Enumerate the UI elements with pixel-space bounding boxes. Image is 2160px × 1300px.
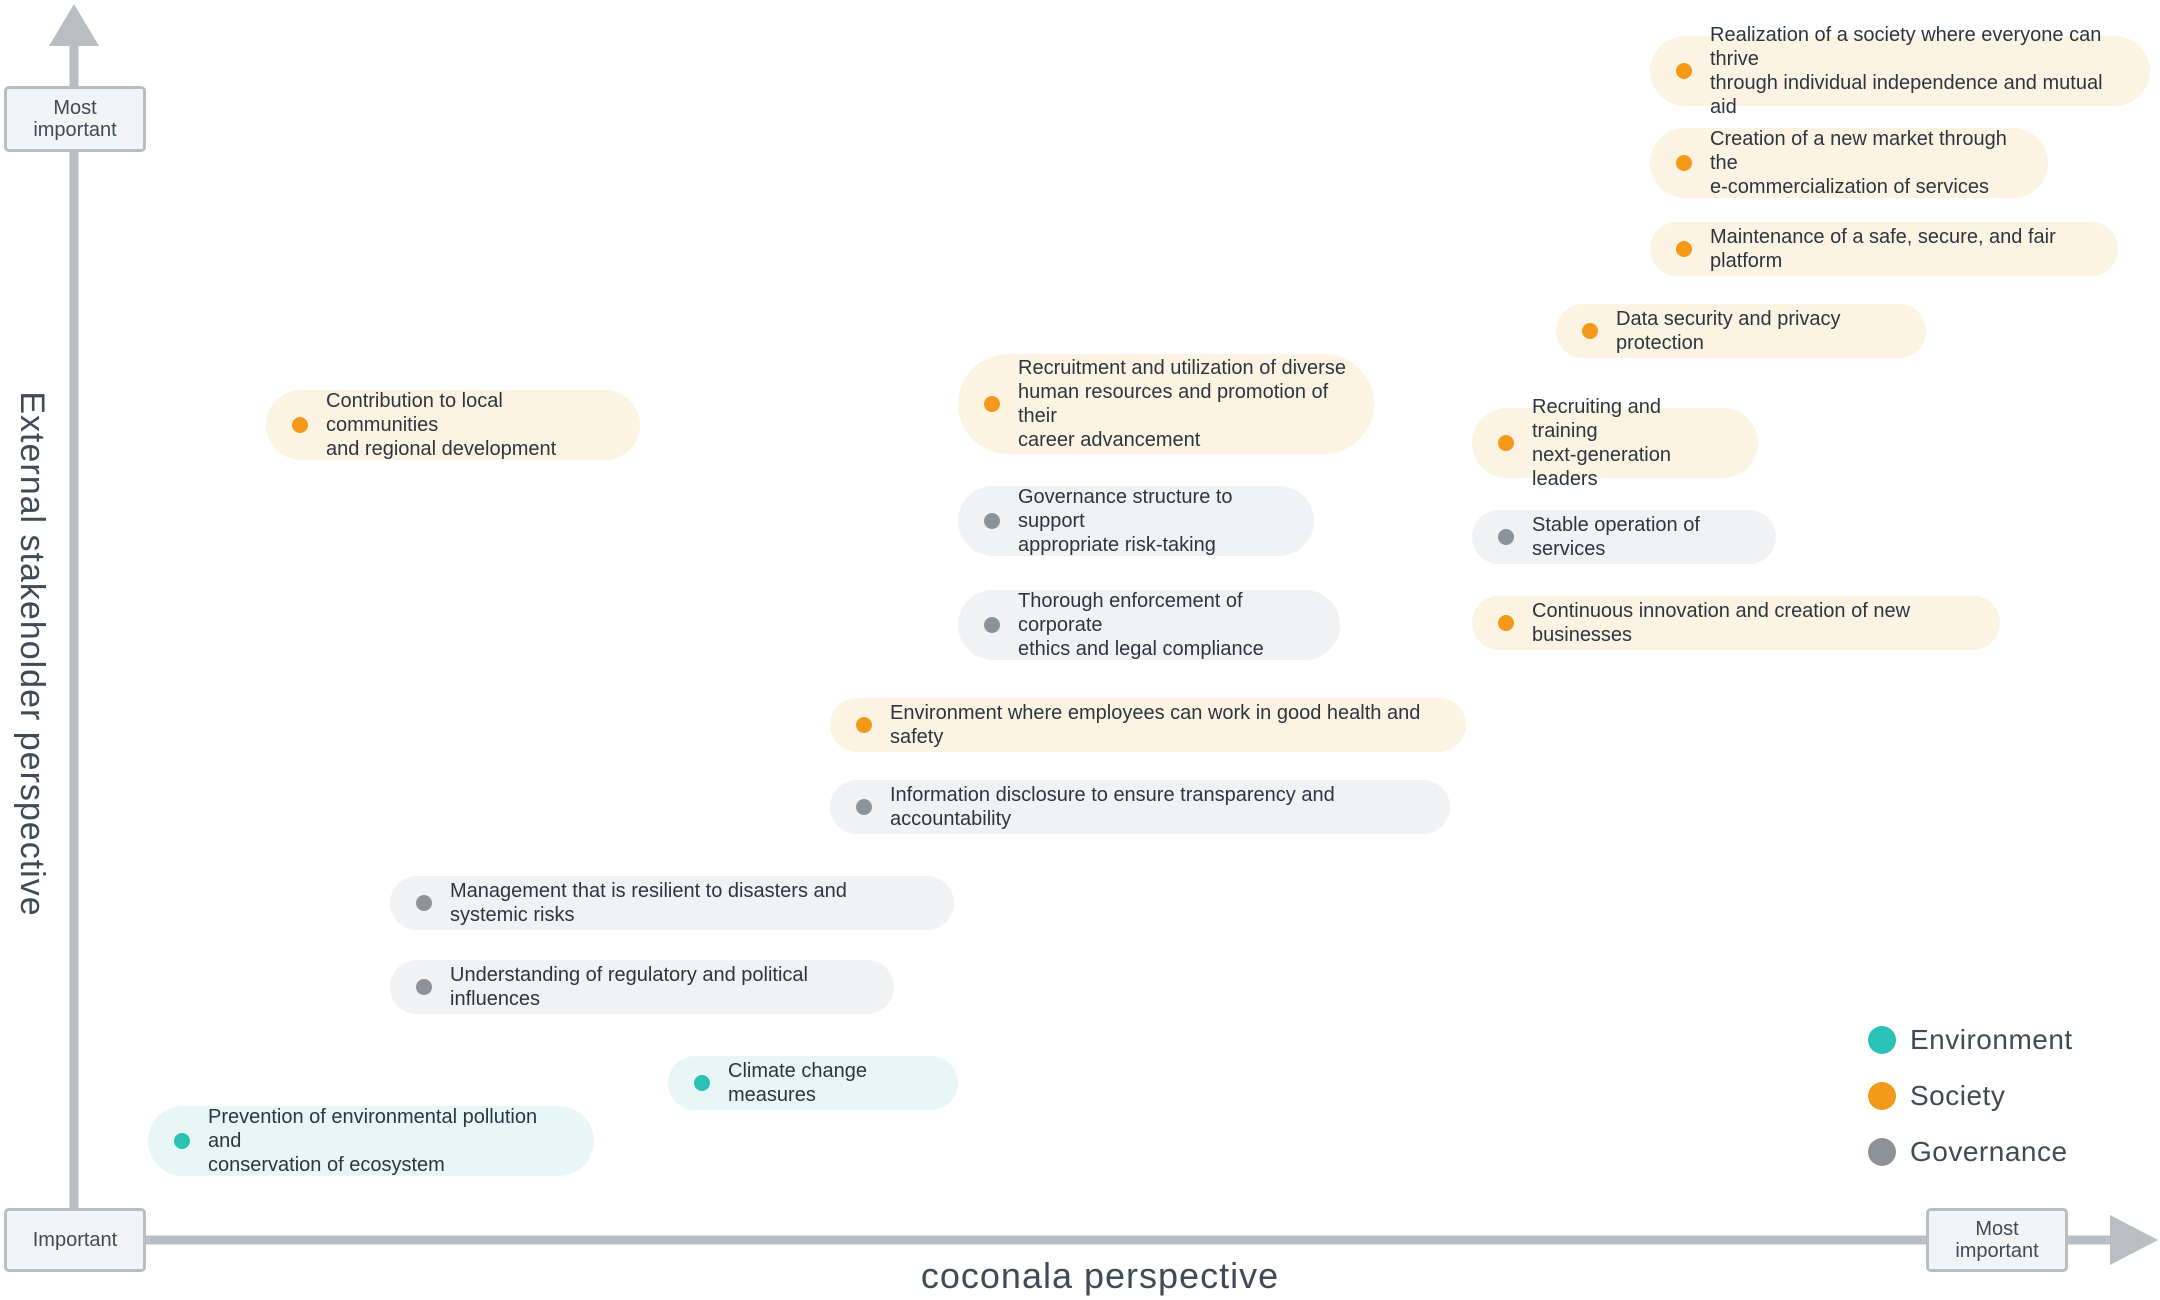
- item-label: Realization of a society where everyone …: [1710, 24, 2103, 118]
- item-label: Stable operation of services: [1532, 514, 1700, 560]
- item-label: Contribution to local communities and re…: [326, 390, 557, 460]
- x-axis-arrow-icon: [2110, 1215, 2158, 1265]
- legend-item-society: Society: [1868, 1068, 2128, 1124]
- item-environmental-pollution: Prevention of environmental pollution an…: [148, 1106, 594, 1176]
- society-dot-icon: [1676, 63, 1692, 79]
- item-diverse-human-resources: Recruitment and utilization of diverse h…: [958, 354, 1374, 454]
- item-safe-platform: Maintenance of a safe, secure, and fair …: [1650, 222, 2118, 276]
- society-dot-icon: [856, 717, 872, 733]
- governance-dot-icon: [416, 895, 432, 911]
- item-resilient-management: Management that is resilient to disaster…: [390, 876, 954, 930]
- item-label: Thorough enforcement of corporate ethics…: [1018, 590, 1264, 660]
- governance-dot-icon: [984, 617, 1000, 633]
- governance-dot-icon: [1868, 1138, 1896, 1166]
- item-climate-change: Climate change measures: [668, 1056, 958, 1110]
- society-dot-icon: [1676, 155, 1692, 171]
- y-axis-title: External stakeholder perspective: [13, 391, 51, 917]
- item-label: Prevention of environmental pollution an…: [208, 1106, 538, 1176]
- governance-dot-icon: [1498, 529, 1514, 545]
- item-label: Climate change measures: [728, 1060, 867, 1106]
- item-new-market: Creation of a new market through the e-c…: [1650, 128, 2048, 198]
- item-label: Creation of a new market through the e-c…: [1710, 128, 2007, 198]
- y-axis-arrow-icon: [49, 4, 99, 46]
- governance-dot-icon: [856, 799, 872, 815]
- society-dot-icon: [292, 417, 308, 433]
- society-dot-icon: [1868, 1082, 1896, 1110]
- origin-label: Important: [4, 1208, 146, 1272]
- item-next-generation-leaders: Recruiting and training next-generation …: [1472, 396, 1758, 490]
- society-dot-icon: [1498, 435, 1514, 451]
- item-governance-structure: Governance structure to support appropri…: [958, 486, 1314, 556]
- item-label: Governance structure to support appropri…: [1018, 486, 1233, 556]
- legend-item-governance: Governance: [1868, 1124, 2128, 1180]
- item-label: Understanding of regulatory and politica…: [450, 964, 808, 1010]
- item-regulatory-influences: Understanding of regulatory and politica…: [390, 960, 894, 1014]
- environment-dot-icon: [694, 1075, 710, 1091]
- item-employee-health-safety: Environment where employees can work in …: [830, 698, 1466, 752]
- item-label: Data security and privacy protection: [1616, 308, 1841, 354]
- legend-item-environment: Environment: [1868, 1012, 2128, 1068]
- item-label: Management that is resilient to disaster…: [450, 880, 847, 926]
- y-axis-top-label: Most important: [4, 86, 146, 152]
- item-label: Recruiting and training next-generation …: [1532, 396, 1671, 490]
- governance-dot-icon: [416, 979, 432, 995]
- legend: Environment Society Governance: [1868, 1012, 2128, 1180]
- item-label: Maintenance of a safe, secure, and fair …: [1710, 226, 2056, 272]
- item-social-independence: Realization of a society where everyone …: [1650, 24, 2150, 118]
- x-axis-right-label: Most important: [1926, 1208, 2068, 1272]
- item-data-security: Data security and privacy protection: [1556, 304, 1926, 358]
- item-label: Information disclosure to ensure transpa…: [890, 784, 1335, 830]
- governance-dot-icon: [984, 513, 1000, 529]
- environment-dot-icon: [174, 1133, 190, 1149]
- item-label: Continuous innovation and creation of ne…: [1532, 600, 1911, 646]
- item-local-communities: Contribution to local communities and re…: [266, 390, 640, 460]
- society-dot-icon: [1498, 615, 1514, 631]
- society-dot-icon: [1582, 323, 1598, 339]
- item-corporate-ethics: Thorough enforcement of corporate ethics…: [958, 590, 1340, 660]
- environment-dot-icon: [1868, 1026, 1896, 1054]
- item-label: Recruitment and utilization of diverse h…: [1018, 357, 1346, 451]
- x-axis-title: coconala perspective: [920, 1255, 1280, 1296]
- legend-label: Governance: [1910, 1136, 2068, 1167]
- legend-label: Society: [1910, 1080, 2006, 1111]
- society-dot-icon: [984, 396, 1000, 412]
- legend-label: Environment: [1910, 1024, 2073, 1055]
- item-stable-operation: Stable operation of services: [1472, 510, 1776, 564]
- item-continuous-innovation: Continuous innovation and creation of ne…: [1472, 596, 2000, 650]
- item-information-disclosure: Information disclosure to ensure transpa…: [830, 780, 1450, 834]
- item-label: Environment where employees can work in …: [890, 702, 1421, 748]
- society-dot-icon: [1676, 241, 1692, 257]
